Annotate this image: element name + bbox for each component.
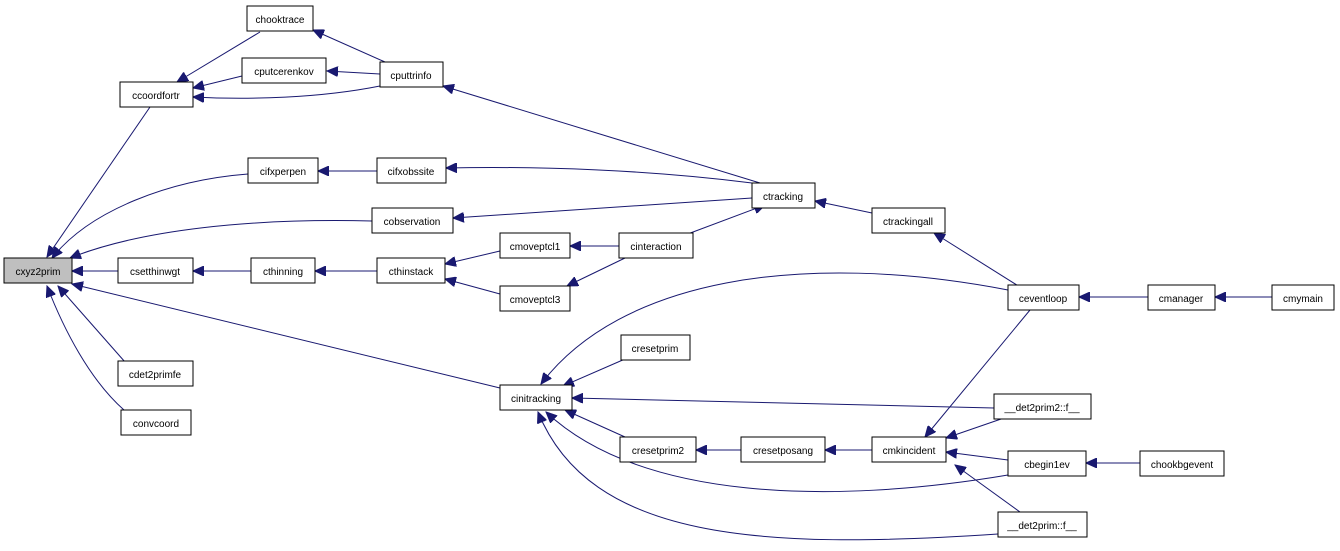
node-cifxperpen[interactable]: cifxperpen bbox=[247, 157, 319, 184]
node-label: __det2prim2::f__ bbox=[1003, 403, 1079, 414]
edge-cbegin1ev-to-cmkincident bbox=[946, 452, 1009, 461]
node-label: cmoveptcl3 bbox=[510, 295, 561, 306]
node-cresetposang[interactable]: cresetposang bbox=[740, 436, 826, 463]
node-ctracking[interactable]: ctracking bbox=[751, 182, 816, 209]
edge-det2prim2f-to-cmkincident bbox=[946, 417, 1005, 438]
edge-ctracking-to-cifxobssite bbox=[446, 168, 753, 184]
edge-cdet2primfe-to-cxyz2prim bbox=[58, 286, 126, 363]
edge-cifxperpen-to-cxyz2prim bbox=[52, 173, 249, 258]
node-cmanager[interactable]: cmanager bbox=[1147, 284, 1216, 311]
node-label: cthinning bbox=[263, 267, 303, 278]
node-cresetprim[interactable]: cresetprim bbox=[620, 334, 691, 361]
edge-cmoveptcl3-to-cthinstack bbox=[445, 279, 501, 295]
node-label: cinteraction bbox=[630, 242, 681, 253]
node-cputtrinfo[interactable]: cputtrinfo bbox=[379, 61, 444, 88]
node-label: cbegin1ev bbox=[1024, 460, 1070, 471]
node-cifxobssite[interactable]: cifxobssite bbox=[376, 157, 447, 184]
edge-cputtrinfo-to-ccoordfortr bbox=[193, 85, 381, 98]
node-chookbgevent[interactable]: chookbgevent bbox=[1139, 450, 1225, 477]
node-label: csetthinwgt bbox=[130, 267, 180, 278]
node-cmoveptcl1[interactable]: cmoveptcl1 bbox=[499, 232, 571, 259]
node-label: cputcerenkov bbox=[254, 67, 313, 78]
edge-chooktrace-to-ccoordfortr bbox=[177, 31, 261, 82]
edge-ceventloop-to-cmkincident bbox=[925, 309, 1031, 437]
node-csetthinwgt[interactable]: csetthinwgt bbox=[117, 257, 194, 284]
edge-cputcerenkov-to-ccoordfortr bbox=[193, 75, 243, 88]
node-cmoveptcl3[interactable]: cmoveptcl3 bbox=[499, 285, 571, 312]
edge-det2primf-to-cmkincident bbox=[955, 465, 1021, 513]
node-cthinstack[interactable]: cthinstack bbox=[376, 257, 446, 284]
node-cbegin1ev[interactable]: cbegin1ev bbox=[1007, 450, 1087, 477]
edge-cinteraction-to-cmoveptcl3 bbox=[567, 257, 626, 286]
edges bbox=[47, 30, 1272, 541]
node-label: cmoveptcl1 bbox=[510, 242, 561, 253]
edge-cbegin1ev-to-cinitracking bbox=[546, 412, 1009, 493]
node-label: cxyz2prim bbox=[15, 267, 60, 278]
node-label: cifxperpen bbox=[260, 167, 306, 178]
node-label: ccoordfortr bbox=[132, 91, 180, 102]
edge-cmoveptcl1-to-cthinstack bbox=[445, 250, 501, 264]
node-cobservation[interactable]: cobservation bbox=[371, 207, 454, 234]
node-label: cobservation bbox=[384, 217, 441, 228]
node-label: cmymain bbox=[1283, 294, 1323, 305]
node-label: cmanager bbox=[1159, 294, 1204, 305]
node-cxyz2prim[interactable]: cxyz2prim bbox=[3, 257, 73, 284]
node-cinteraction[interactable]: cinteraction bbox=[618, 232, 694, 259]
node-label: cifxobssite bbox=[388, 167, 435, 178]
node-ceventloop[interactable]: ceventloop bbox=[1007, 284, 1080, 311]
node-cputcerenkov[interactable]: cputcerenkov bbox=[241, 57, 327, 84]
node-label: cinitracking bbox=[511, 394, 561, 405]
edge-cobservation-to-cxyz2prim bbox=[70, 220, 373, 258]
edge-cputtrinfo-to-chooktrace bbox=[313, 30, 386, 63]
node-label: __det2prim::f__ bbox=[1006, 521, 1077, 532]
node-ccoordfortr[interactable]: ccoordfortr bbox=[119, 81, 194, 108]
edge-ceventloop-to-ctrackingall bbox=[934, 233, 1021, 288]
node-det2prim2f[interactable]: __det2prim2::f__ bbox=[993, 393, 1092, 420]
node-cresetprim2[interactable]: cresetprim2 bbox=[619, 436, 697, 463]
node-label: cresetprim2 bbox=[632, 446, 685, 457]
node-label: cputtrinfo bbox=[390, 71, 432, 82]
node-ctrackingall[interactable]: ctrackingall bbox=[871, 207, 946, 234]
node-label: ctrackingall bbox=[883, 217, 933, 228]
node-det2primf[interactable]: __det2prim::f__ bbox=[997, 511, 1088, 538]
node-convcoord[interactable]: convcoord bbox=[120, 409, 192, 436]
node-cmymain[interactable]: cmymain bbox=[1271, 284, 1335, 311]
node-label: cdet2primfe bbox=[129, 370, 182, 381]
node-label: ctracking bbox=[763, 192, 803, 203]
node-label: cthinstack bbox=[389, 267, 434, 278]
node-label: cmkincident bbox=[883, 446, 936, 457]
edge-det2primf-to-cinitracking bbox=[538, 412, 999, 541]
edge-ctrackingall-to-ctracking bbox=[815, 201, 873, 214]
edge-ctracking-to-cobservation bbox=[453, 197, 753, 218]
node-label: ceventloop bbox=[1019, 294, 1068, 305]
edge-cresetprim2-to-cinitracking bbox=[565, 410, 626, 438]
node-label: convcoord bbox=[133, 419, 179, 430]
edge-cputtrinfo-to-cputcerenkov bbox=[327, 71, 381, 74]
edge-cinitracking-to-cxyz2prim bbox=[72, 284, 501, 389]
node-label: cresetprim bbox=[632, 344, 679, 355]
node-label: chookbgevent bbox=[1151, 460, 1213, 471]
node-cdet2primfe[interactable]: cdet2primfe bbox=[117, 360, 194, 387]
edge-ctracking-to-cputtrinfo bbox=[443, 86, 761, 184]
edge-ceventloop-to-cinitracking bbox=[541, 272, 1009, 384]
node-cmkincident[interactable]: cmkincident bbox=[871, 436, 947, 463]
edge-convcoord-to-cxyz2prim bbox=[47, 286, 125, 411]
edge-ccoordfortr-to-cxyz2prim bbox=[47, 106, 151, 257]
node-label: cresetposang bbox=[753, 446, 813, 457]
nodes: cxyz2prim ccoordfortr chooktrace cputcer… bbox=[3, 5, 1335, 538]
node-cinitracking[interactable]: cinitracking bbox=[499, 384, 573, 411]
edge-det2prim2f-to-cinitracking bbox=[572, 398, 995, 409]
node-chooktrace[interactable]: chooktrace bbox=[246, 5, 314, 32]
edge-cinteraction-to-ctracking bbox=[684, 205, 765, 236]
edge-cresetprim-to-cinitracking bbox=[563, 358, 626, 386]
node-cthinning[interactable]: cthinning bbox=[250, 257, 316, 284]
node-label: chooktrace bbox=[256, 15, 305, 26]
